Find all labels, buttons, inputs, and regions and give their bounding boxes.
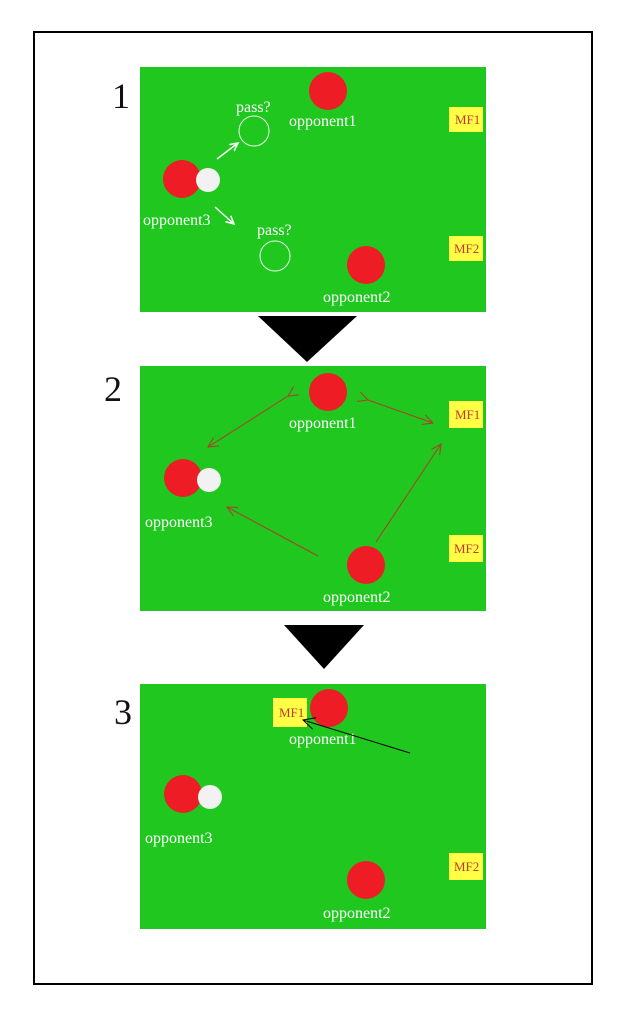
mf1-box bbox=[449, 401, 483, 428]
ball bbox=[197, 468, 221, 492]
panel-3: 3 MF1 opponent1 opponent3 opponent2 MF2 bbox=[114, 684, 486, 929]
step-number: 2 bbox=[104, 369, 122, 409]
pass-lane-arrow bbox=[375, 444, 441, 543]
pass-label: pass? bbox=[236, 99, 271, 116]
opponent2-label: opponent2 bbox=[323, 289, 391, 306]
panel-1: 1 opponent1 opponent3 opponent2 MF1 MF2 … bbox=[112, 67, 486, 312]
mf2-label: MF2 bbox=[454, 859, 479, 874]
opponent3-label: opponent3 bbox=[145, 830, 213, 847]
opponent1-marker bbox=[309, 72, 347, 110]
pass-arrow bbox=[216, 143, 238, 160]
mf1-label: MF1 bbox=[455, 112, 480, 127]
opponent2-label: opponent2 bbox=[323, 905, 391, 922]
mf1-box bbox=[449, 107, 483, 132]
mf2-box bbox=[449, 535, 483, 562]
pass-target-circle bbox=[238, 115, 270, 147]
opponent2-label: opponent2 bbox=[323, 589, 391, 606]
step-arrow-down bbox=[258, 316, 357, 362]
opponent3-marker bbox=[163, 160, 201, 198]
opponent1-label: opponent1 bbox=[289, 415, 357, 432]
mf2-label: MF2 bbox=[454, 541, 479, 556]
pass-lane-arrow bbox=[227, 507, 319, 557]
pass-lane-arrow bbox=[208, 396, 288, 447]
mf2-label: MF2 bbox=[454, 241, 479, 256]
panel-2: 2 opponent1 opponent3 opponent2 MF1 MF2 bbox=[104, 366, 486, 611]
step-number: 3 bbox=[114, 692, 132, 732]
opponent3-label: opponent3 bbox=[145, 514, 213, 531]
pass-arrow bbox=[214, 206, 234, 224]
pass-lane-arrow bbox=[368, 400, 433, 423]
opponent3-marker bbox=[164, 459, 202, 497]
opponent1-label: opponent1 bbox=[289, 731, 357, 748]
mf2-box bbox=[449, 853, 483, 880]
opponent2-marker bbox=[347, 246, 385, 284]
mf2-box bbox=[449, 236, 483, 261]
ball bbox=[198, 785, 222, 809]
step-arrow-down bbox=[284, 625, 364, 669]
mf1-label: MF1 bbox=[455, 407, 480, 422]
mf1-box bbox=[273, 698, 307, 727]
mf1-label: MF1 bbox=[279, 705, 304, 720]
opponent3-label: opponent3 bbox=[143, 212, 211, 229]
opponent1-marker bbox=[310, 689, 348, 727]
step-number: 1 bbox=[112, 76, 130, 116]
opponent2-marker bbox=[347, 861, 385, 899]
opponent3-marker bbox=[164, 775, 202, 813]
pass-target-circle bbox=[259, 240, 291, 272]
opponent2-marker bbox=[347, 546, 385, 584]
opponent1-label: opponent1 bbox=[289, 113, 357, 130]
ball bbox=[196, 168, 220, 192]
pass-label: pass? bbox=[257, 222, 292, 239]
mf1-movement-arrow bbox=[303, 720, 411, 754]
opponent1-marker bbox=[309, 373, 347, 411]
